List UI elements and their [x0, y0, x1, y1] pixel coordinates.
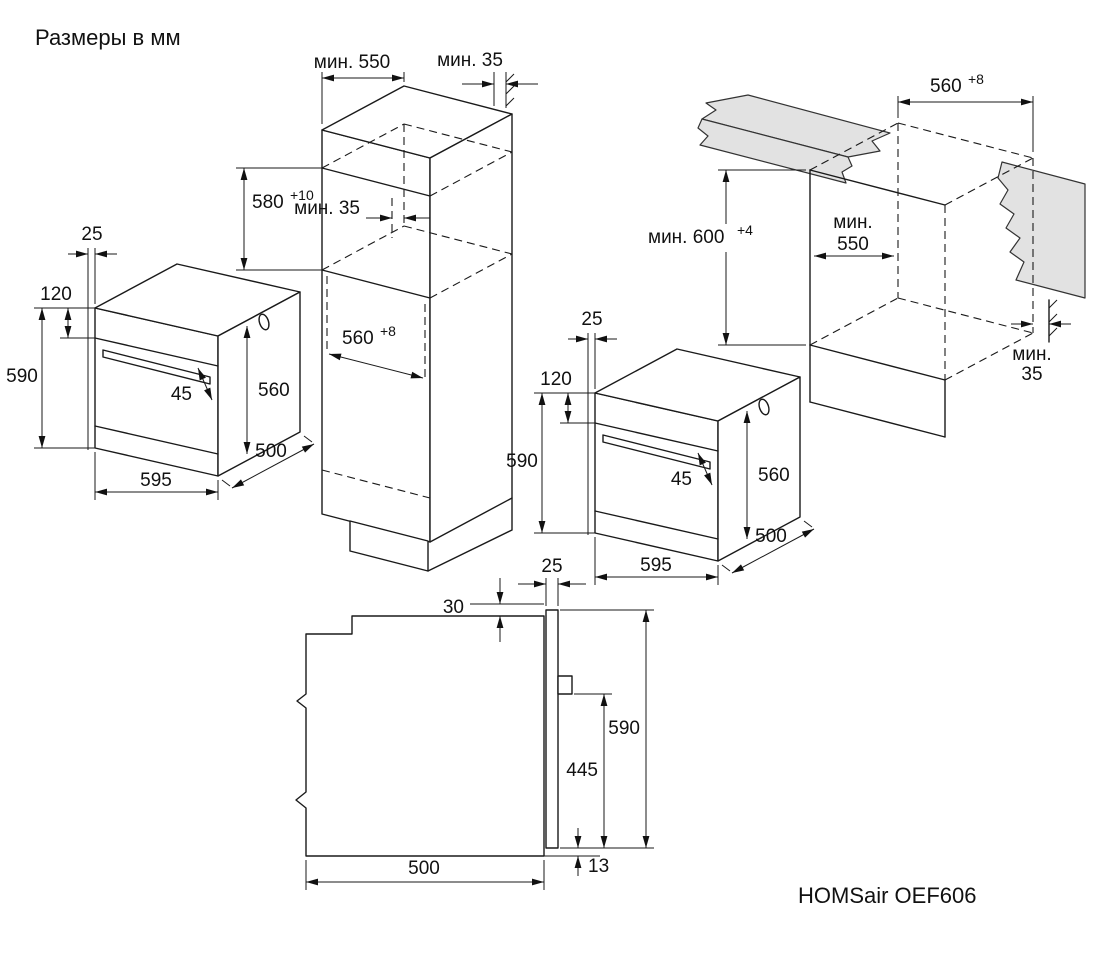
side-section-view: 25 30 590 445 13 500: [295, 556, 654, 890]
dim-niche-width: 560 +8: [328, 323, 424, 379]
dim-uc-niche-height: мин. 600 +4: [648, 169, 806, 346]
dim-label-panel-height: 120: [40, 284, 72, 305]
dim-label-oven-height: 590: [6, 366, 38, 387]
dim-panel-height: 120: [534, 369, 595, 424]
oven-right-face: [217, 291, 301, 477]
oven-iso-left: 25 120 590 45 560 595: [6, 224, 315, 500]
oven-front-face: [594, 392, 719, 562]
dim-label-oven-width: 595: [140, 470, 172, 491]
niche-top-edge: [321, 167, 431, 197]
dim-label-oven-width: 595: [640, 555, 672, 576]
dim-label-uc-niche-width-tol: +8: [968, 71, 984, 87]
dim-cabinet-depth-min: мин. 550: [314, 52, 405, 124]
dim-oven-width: 595: [94, 452, 219, 500]
dim-label-handle-clearance: 45: [171, 384, 192, 405]
dim-label-uc-depth-min-2: 550: [837, 234, 869, 255]
door-bottom-line: [94, 425, 219, 455]
dim-uc-wall-gap: мин. 35: [1011, 320, 1071, 385]
dim-sv-height: 590: [560, 609, 654, 849]
dim-oven-depth: 500: [221, 435, 315, 489]
dim-shelf-gap-min: мин. 35: [294, 198, 430, 238]
cabinet-right-face: [429, 113, 513, 543]
dim-oven-height: 590: [6, 308, 95, 449]
dim-door-offset: 25: [568, 309, 617, 535]
oven-handle-section: [557, 675, 573, 695]
dim-panel-height: 120: [34, 284, 95, 339]
dim-sv-handle-to-bottom: 445: [566, 693, 612, 848]
dim-label-niche-height: 580: [252, 192, 284, 213]
dim-label-shelf-gap-min: мин. 35: [294, 198, 360, 219]
dim-label-sv-top-gap: 30: [443, 597, 464, 618]
dim-oven-depth: 500: [721, 520, 815, 574]
dim-label-body-height: 560: [758, 465, 790, 486]
dim-label-wall-gap-min: мин. 35: [437, 50, 503, 71]
dim-label-sv-bottom-gap: 13: [588, 856, 609, 877]
dim-label-cabinet-depth-min: мин. 550: [314, 52, 390, 73]
dim-label-uc-wall-gap-1: мин.: [1012, 344, 1051, 365]
plinth-bottom-edge: [427, 497, 513, 572]
oven-body-profile: [295, 615, 545, 857]
niche-bottom-edge: [321, 269, 431, 299]
side-panel-torn: [997, 161, 1086, 299]
dim-label-oven-depth: 500: [755, 526, 787, 547]
worktop-front-face: [697, 118, 853, 184]
niche-solid-lines: [809, 169, 1058, 438]
dim-label-uc-wall-gap-2: 35: [1021, 364, 1042, 385]
control-panel-line: [94, 337, 219, 367]
dim-sv-depth: 500: [305, 858, 545, 890]
dim-label-sv-handle-to-bottom: 445: [566, 760, 598, 781]
side-grip-slot: [258, 313, 270, 331]
dim-label-door-offset: 25: [81, 224, 102, 245]
dim-label-handle-clearance: 45: [671, 469, 692, 490]
dim-label-niche-height-tol: +10: [290, 187, 314, 203]
oven-front-face: [94, 307, 219, 477]
dim-label-niche-width-tol: +8: [380, 323, 396, 339]
oven-right-face: [717, 376, 801, 562]
dim-handle-clearance: 45: [671, 452, 713, 490]
dim-label-sv-depth: 500: [408, 858, 440, 879]
page-title: Размеры в мм: [35, 25, 181, 50]
dim-uc-depth-min: мин. 550: [814, 212, 894, 260]
oven-door-section: [545, 609, 559, 849]
dim-sv-top-gap: 30: [443, 578, 504, 642]
dim-label-uc-depth-min-1: мин.: [833, 212, 872, 233]
dim-niche-height: 580 +10: [236, 167, 322, 271]
oven-iso-right: 25 120 590 45 560 595: [506, 309, 815, 585]
dim-label-sv-height: 590: [608, 718, 640, 739]
niche-hidden-lines: [809, 122, 1034, 381]
dim-label-sv-front-offset: 25: [541, 556, 562, 577]
door-bottom-line: [594, 510, 719, 540]
dim-label-body-height: 560: [258, 380, 290, 401]
tall-cabinet: мин. 550 мин. 35 580 +10 мин. 35 560 +8: [236, 50, 538, 572]
dim-sv-front-offset: 25: [518, 556, 586, 606]
dim-label-niche-width: 560: [342, 328, 374, 349]
model-label: HOMSair OEF606: [798, 883, 977, 908]
dim-oven-height: 590: [506, 393, 595, 534]
dim-handle-clearance: 45: [171, 367, 213, 405]
dim-sv-bottom-gap: 13: [544, 828, 609, 877]
dim-label-oven-depth: 500: [255, 441, 287, 462]
dim-label-uc-niche-height-tol: +4: [737, 222, 753, 238]
dim-label-oven-height: 590: [506, 451, 538, 472]
dim-wall-gap-min-top: мин. 35: [437, 50, 538, 108]
dim-label-uc-niche-height: мин. 600: [648, 227, 724, 248]
dim-label-panel-height: 120: [540, 369, 572, 390]
dim-door-offset: 25: [68, 224, 117, 450]
dim-body-height: 560: [743, 411, 790, 539]
cabinet-hidden-lines: [321, 123, 513, 499]
dim-oven-width: 595: [594, 537, 719, 585]
undercounter-niche: 560 +8 мин. 600 +4 мин. 550 мин. 35: [648, 71, 1086, 438]
dim-body-height: 560: [243, 326, 290, 454]
dim-label-door-offset: 25: [581, 309, 602, 330]
side-grip-slot: [758, 398, 770, 416]
dim-uc-niche-width: 560 +8: [897, 71, 1034, 152]
control-panel-line: [594, 422, 719, 452]
dim-label-uc-niche-width: 560: [930, 76, 962, 97]
